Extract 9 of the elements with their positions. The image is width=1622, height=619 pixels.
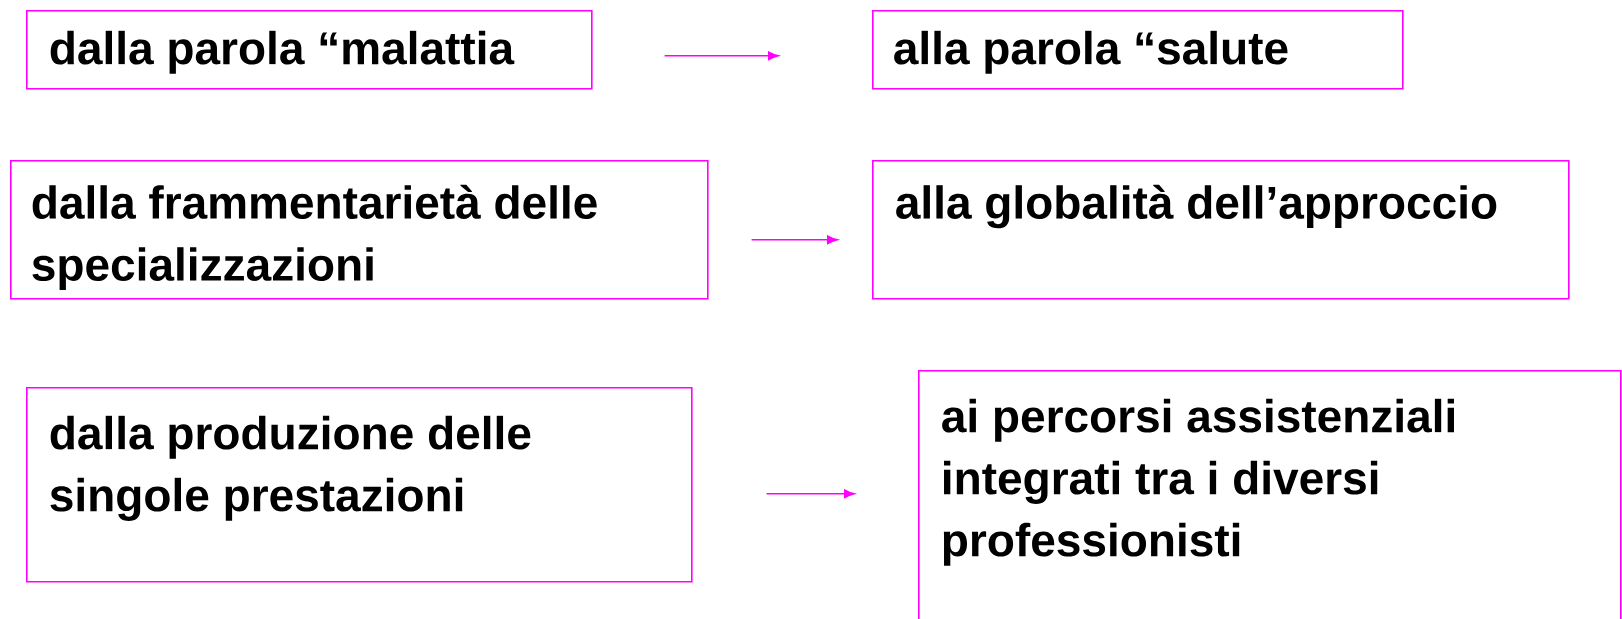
text-box: dalla produzione delle singole prestazioni — [26, 387, 693, 583]
text-box: dalla parola “malattia — [26, 10, 593, 90]
text-box: ai percorsi assistenziali integrati tra i diversi professionisti — [918, 370, 1622, 619]
text-box: alla parola “salute — [872, 10, 1404, 90]
text-box: dalla frammentarietà delle specializzazioni — [10, 160, 709, 300]
arrow — [663, 51, 779, 61]
arrow — [765, 489, 855, 499]
text-box: alla globalità dell’approccio — [872, 160, 1570, 300]
arrow — [750, 235, 838, 245]
